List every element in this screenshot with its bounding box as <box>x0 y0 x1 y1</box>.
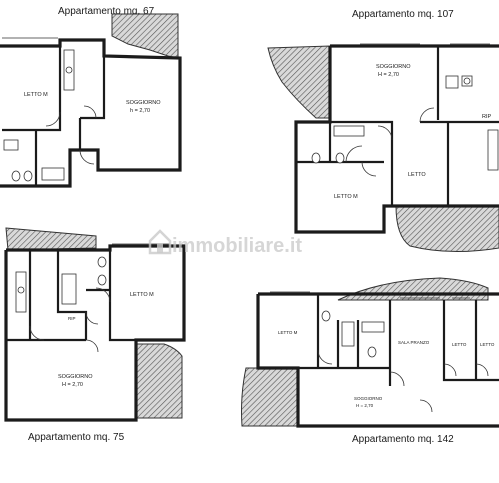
room-107-letto: LETTO <box>408 172 426 178</box>
room-67-letto: LETTO M <box>24 92 48 98</box>
walls-67 <box>0 38 182 188</box>
caption-plan-67: Appartamento mq. 67 <box>58 6 155 17</box>
terrace-107-left <box>267 45 331 119</box>
room-67-soggiorno-height: h = 2,70 <box>130 108 150 114</box>
caption-plan-75: Appartamento mq. 75 <box>28 432 125 443</box>
room-107-soggiorno: SOGGIORNO <box>376 64 411 70</box>
room-75-rip: RIP <box>68 316 76 321</box>
terrace-67 <box>111 13 179 59</box>
terrace-75-top <box>5 227 97 251</box>
plan-67: Appartamento mq. 67 LETTO M SOGGIORNO h … <box>0 6 182 188</box>
room-107-rip: RIP <box>482 114 492 120</box>
terrace-107-bottom <box>395 205 499 253</box>
caption-plan-142: Appartamento mq. 142 <box>352 434 454 445</box>
room-142-sala-pranzo: SALA PRANZO <box>398 340 430 345</box>
room-75-letto-m: LETTO M <box>130 292 154 298</box>
house-logo-icon <box>148 229 172 255</box>
plan-107: Appartamento mq. 107 SOGGIORNO H = 2,70 … <box>267 9 499 253</box>
room-142-letto-1: LETTO M <box>278 330 298 335</box>
plan-142: LETTO M SALA PRANZO LETTO LETTO SOGGIORN… <box>241 277 499 445</box>
plan-75: LETTO M RIP SOGGIORNO H = 2,70 Appartame… <box>4 227 186 443</box>
room-142-soggiorno-height: H = 2,70 <box>356 403 374 408</box>
room-142-letto-2: LETTO <box>452 342 467 347</box>
room-107-letto-m: LETTO M <box>334 194 358 200</box>
room-75-soggiorno-height: H = 2,70 <box>62 382 83 388</box>
room-142-soggiorno: SOGGIORNO <box>354 396 383 401</box>
caption-plan-107: Appartamento mq. 107 <box>352 9 454 20</box>
room-107-soggiorno-height: H = 2,70 <box>378 72 399 78</box>
room-67-soggiorno: SOGGIORNO <box>126 100 161 106</box>
watermark-text: immobiliare.it <box>172 235 302 257</box>
room-142-letto-3: LETTO <box>480 342 495 347</box>
terrace-142-top <box>337 277 489 301</box>
room-75-soggiorno: SOGGIORNO <box>58 374 93 380</box>
terrace-75-right <box>135 343 183 419</box>
terrace-142-left <box>241 367 299 427</box>
walls-75 <box>4 244 186 422</box>
watermark: immobiliare.it <box>148 229 302 257</box>
